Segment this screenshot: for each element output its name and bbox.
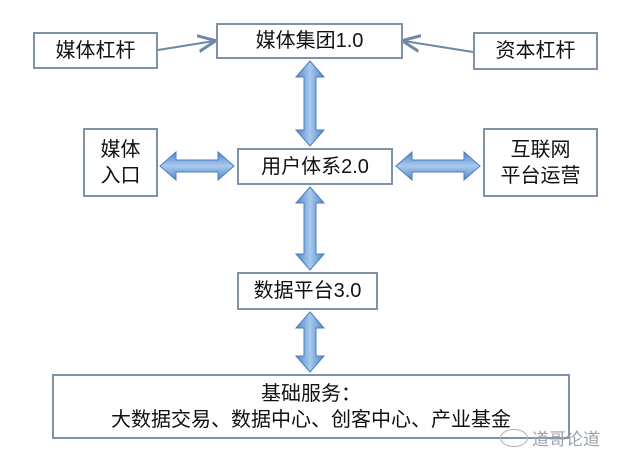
wechat-icon bbox=[500, 428, 528, 447]
node-label: 媒体杠杆 bbox=[55, 39, 136, 62]
node-data-platform: 数据平台3.0 bbox=[237, 272, 378, 310]
node-media-entry: 媒体入口 bbox=[83, 128, 158, 197]
arrow-capital-leverage-to-group bbox=[404, 41, 474, 53]
node-base-service: 基础服务： 大数据交易、数据中心、创客中心、产业基金 bbox=[52, 374, 570, 439]
double-arrow-group-user bbox=[294, 60, 326, 147]
node-label: 媒体 bbox=[100, 138, 141, 161]
node-media-leverage: 媒体杠杆 bbox=[33, 32, 158, 69]
node-label: 数据平台3.0 bbox=[253, 280, 362, 302]
node-label: 基础服务： bbox=[261, 382, 361, 405]
watermark-text: 道哥论道 bbox=[532, 430, 600, 449]
double-arrow-user-internet bbox=[395, 150, 481, 182]
node-user-system: 用户体系2.0 bbox=[237, 148, 393, 185]
node-internet-ops: 互联网平台运营 bbox=[483, 128, 598, 197]
node-label: 资本杠杆 bbox=[495, 40, 576, 62]
node-label: 媒体集团1.0 bbox=[255, 30, 364, 52]
double-arrow-user-data bbox=[294, 186, 326, 271]
node-label: 大数据交易、数据中心、创客中心、产业基金 bbox=[111, 408, 511, 431]
double-arrow-entry-user bbox=[159, 150, 235, 182]
node-media-group: 媒体集团1.0 bbox=[216, 23, 403, 59]
arrow-media-leverage-to-group bbox=[157, 41, 214, 50]
node-label: 互联网 bbox=[510, 138, 571, 161]
node-label: 平台运营 bbox=[500, 164, 581, 187]
double-arrow-data-base bbox=[294, 311, 326, 373]
node-label: 入口 bbox=[100, 164, 141, 187]
node-label: 用户体系2.0 bbox=[261, 155, 369, 178]
watermark: 道哥论道 bbox=[500, 425, 600, 450]
node-capital-leverage: 资本杠杆 bbox=[473, 32, 598, 70]
